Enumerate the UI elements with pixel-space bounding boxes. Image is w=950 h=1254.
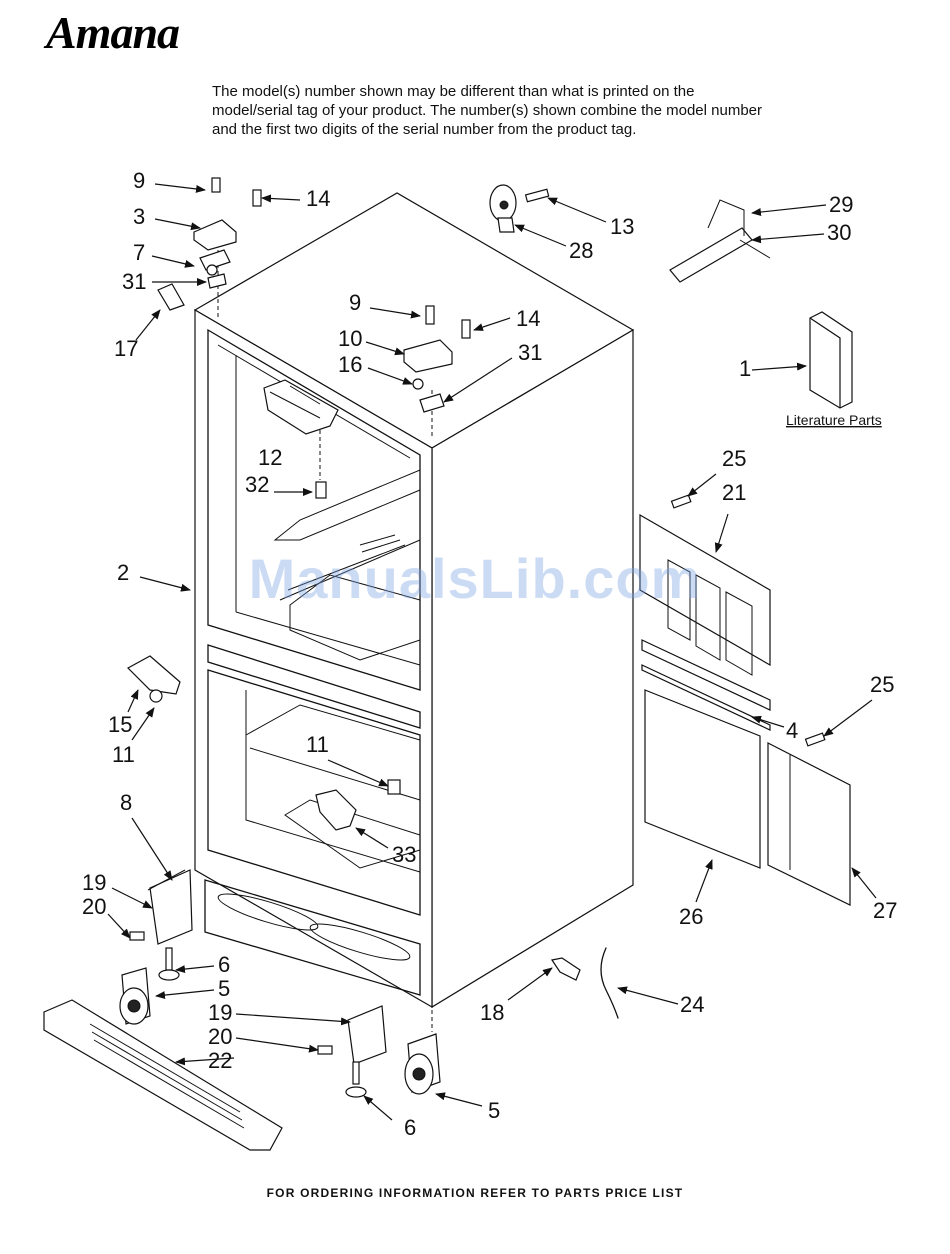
- callout-29: 29: [829, 192, 853, 217]
- callout-15: 15: [108, 712, 132, 737]
- ordering-footer: FOR ORDERING INFORMATION REFER TO PARTS …: [266, 1186, 684, 1200]
- lower-hinge-left: [127, 655, 181, 703]
- callout-1: 1: [739, 356, 751, 381]
- callout-30: 30: [827, 220, 851, 245]
- callout-21: 21: [722, 480, 746, 505]
- brand-logo: Amana: [46, 7, 180, 58]
- callout-11-left: 11: [112, 742, 135, 767]
- callout-31: 31: [122, 269, 146, 294]
- toe-grille: [43, 999, 283, 1151]
- callout-32: 32: [245, 472, 269, 497]
- center-hinge: [403, 305, 471, 413]
- watermark: ManualsLib.com: [248, 547, 702, 610]
- right-roller-assembly: [317, 1005, 441, 1098]
- callout-27: 27: [873, 898, 897, 923]
- callout-22: 22: [208, 1048, 232, 1073]
- callout-26: 26: [679, 904, 703, 929]
- refrigerator-cabinet: [193, 192, 635, 1032]
- callout-19-left: 19: [82, 870, 106, 895]
- callout-2: 2: [117, 560, 129, 585]
- callout-6-right: 6: [404, 1115, 416, 1140]
- literature-book: [809, 311, 853, 409]
- callout-24: 24: [680, 992, 704, 1017]
- callout-5-right: 5: [488, 1098, 500, 1123]
- callout-25: 25: [722, 446, 746, 471]
- callout-9: 9: [133, 168, 145, 193]
- callout-10: 10: [338, 326, 362, 351]
- callout-6-left: 6: [218, 952, 230, 977]
- callout-13: 13: [610, 214, 634, 239]
- callout-4: 4: [786, 718, 798, 743]
- callout-19-right: 19: [208, 1000, 232, 1025]
- callout-16: 16: [338, 352, 362, 377]
- leader-lines: [107, 183, 877, 1121]
- callout-33: 33: [392, 842, 416, 867]
- callout-14: 14: [306, 186, 330, 211]
- callout-18: 18: [480, 1000, 504, 1025]
- callout-numbers: 9 3 7 31 17 14 13 28 29 30 9 14 10 16 31…: [82, 168, 897, 1140]
- callout-31-center: 31: [518, 340, 542, 365]
- callout-25-right: 25: [870, 672, 894, 697]
- callout-11-center: 11: [306, 732, 329, 757]
- left-roller-assembly: [119, 869, 193, 1025]
- callout-7: 7: [133, 240, 145, 265]
- lower-hinge-center: [315, 779, 401, 831]
- callout-9-center: 9: [349, 290, 361, 315]
- callout-20-left: 20: [82, 894, 106, 919]
- callout-5-left: 5: [218, 976, 230, 1001]
- control-housing: [263, 379, 339, 499]
- rear-panels: [639, 494, 851, 906]
- literature-parts-label: Literature Parts: [786, 412, 882, 428]
- top-hinge-left: [157, 177, 262, 311]
- callout-3: 3: [133, 204, 145, 229]
- callout-12: 12: [258, 445, 282, 470]
- intro-note: The model(s) number shown may be differe…: [212, 83, 762, 138]
- callout-14-center: 14: [516, 306, 540, 331]
- clip-and-drain-tube: [551, 947, 619, 1019]
- callout-8: 8: [120, 790, 132, 815]
- callout-17: 17: [114, 336, 138, 361]
- callout-28: 28: [569, 238, 593, 263]
- callout-20-right: 20: [208, 1024, 232, 1049]
